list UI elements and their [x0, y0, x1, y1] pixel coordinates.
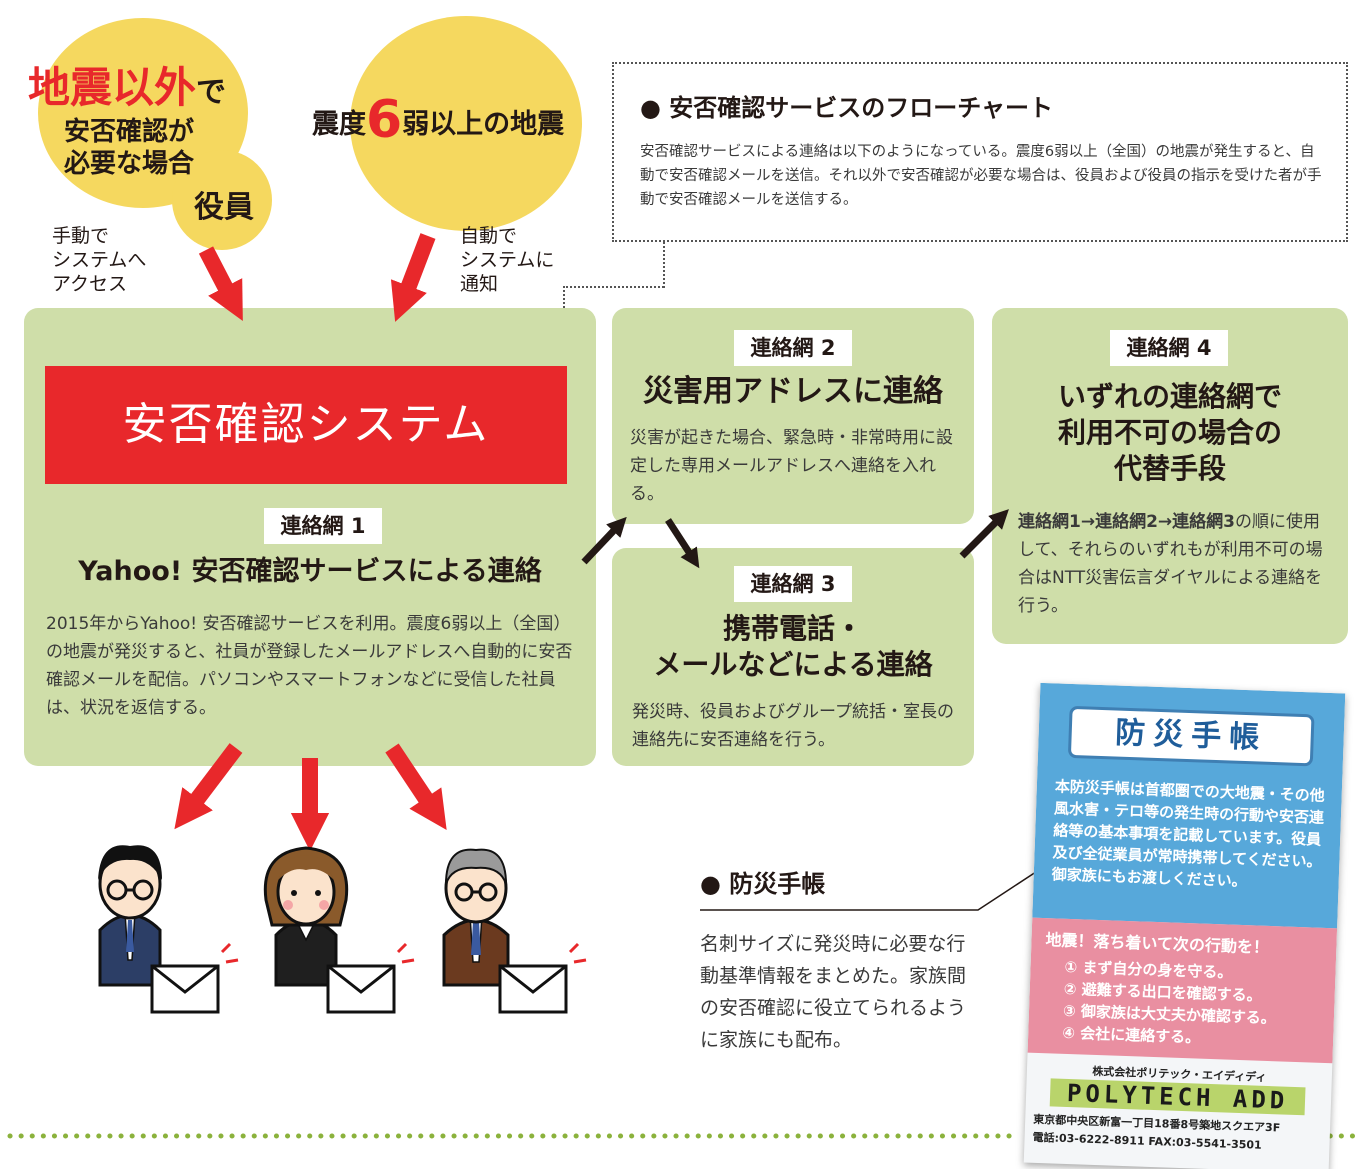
- flowchart-box: [612, 62, 1348, 242]
- arrow-auto-notify: [390, 233, 436, 322]
- circle-earthquake: [350, 16, 582, 231]
- envelope-3-icon: [498, 942, 587, 1014]
- label-auto: 自動でシステムに通知: [460, 225, 555, 295]
- arrow-to-person-1: [174, 743, 243, 830]
- circle-officer: [172, 150, 272, 250]
- circle2-number: 6: [366, 90, 403, 150]
- system-banner: 安否確認システム: [45, 366, 567, 484]
- net3-body: 発災時、役員およびグループ統括・室長の連絡先に安否連絡を行う。: [632, 702, 954, 750]
- net2-tag: 連絡網 2: [734, 330, 852, 366]
- person-man-1: [98, 845, 162, 987]
- envelope-1-icon: [150, 942, 239, 1014]
- net4-tag: 連絡網 4: [1110, 330, 1228, 366]
- net3-title-2: メールなどによる連絡: [653, 648, 933, 681]
- net1-title: Yahoo! 安否確認サービスによる連絡: [78, 556, 542, 587]
- flowchart-description: 安否確認サービスによる連絡は以下のようになっている。震度6弱以上（全国）の地震が…: [640, 144, 1322, 208]
- circle1-suffix: で: [196, 75, 227, 110]
- card-title: 防災手帳: [1067, 705, 1315, 767]
- person-senior: [442, 848, 510, 987]
- net4-title-3: 代替手段: [1113, 452, 1226, 485]
- net2-body: 災害が起きた場合、緊急時・非常時用に設定した専用メールアドレスへ連絡を入れる。: [630, 428, 953, 504]
- net3-title-1: 携帯電話・: [722, 612, 863, 645]
- disaster-notebook-card: 防災手帳 本防災手帳は首都圏での大地震・その他風水害・テロ等の発生時の行動や安否…: [1023, 682, 1346, 1169]
- dotted-connector-h: [563, 286, 664, 288]
- net2-title: 災害用アドレスに連絡: [643, 374, 943, 409]
- net1-tag: 連絡網 1: [264, 508, 382, 544]
- notebook-description: 名刺サイズに発災時に必要な行動基準情報をまとめた。家族間の安否確認に役立てられる…: [700, 933, 967, 1051]
- net4-title-1: いずれの連絡網で: [1057, 380, 1282, 413]
- net1-body: 2015年からYahoo! 安否確認サービスを利用。震度6弱以上（全国）の地震が…: [46, 614, 573, 718]
- label-manual: 手動でシステムへアクセス: [52, 225, 147, 295]
- net4-body-bold: 連絡網1→連絡網2→連絡網3: [1018, 512, 1235, 532]
- flowchart-title: ● 安否確認サービスのフローチャート: [640, 94, 1054, 122]
- dotted-connector-v2: [563, 286, 565, 324]
- arrow-net1-to-net2: [581, 516, 627, 565]
- circle1-line2: 安否確認が: [64, 117, 195, 147]
- net4-body-rest: の順に使用して、それらのいずれもが利用不可の場合はNTT災害伝言ダイヤルによる連…: [1018, 512, 1323, 616]
- arrow-manual-access: [198, 246, 243, 322]
- net3-tag: 連絡網 3: [734, 566, 852, 602]
- card-intro: 本防災手帳は首都圏での大地震・その他風水害・テロ等の発生時の行動や安否連絡等の基…: [1051, 777, 1326, 891]
- circle2-text: 震度6弱以上の地震: [312, 90, 565, 150]
- circle1-officer: 役員: [194, 190, 254, 225]
- person-woman: [263, 846, 349, 987]
- arrow-to-person-3: [385, 743, 447, 830]
- dotted-connector-v: [663, 242, 665, 288]
- circle1-red-text: 地震以外で: [28, 63, 227, 112]
- net4-title-2: 利用不可の場合の: [1057, 416, 1282, 449]
- arrow-net2-to-net3: [665, 518, 700, 569]
- notebook-leader-line: [700, 867, 1043, 911]
- net4-body: 連絡網1→連絡網2→連絡網3の順に使用して、それらのいずれもが利用不可の場合はN…: [1018, 508, 1330, 620]
- notebook-title: ● 防災手帳: [700, 870, 826, 898]
- circle1-line3: 必要な場合: [64, 149, 195, 179]
- envelope-2-icon: [326, 942, 415, 1014]
- arrow-net3-to-net4: [959, 509, 1009, 559]
